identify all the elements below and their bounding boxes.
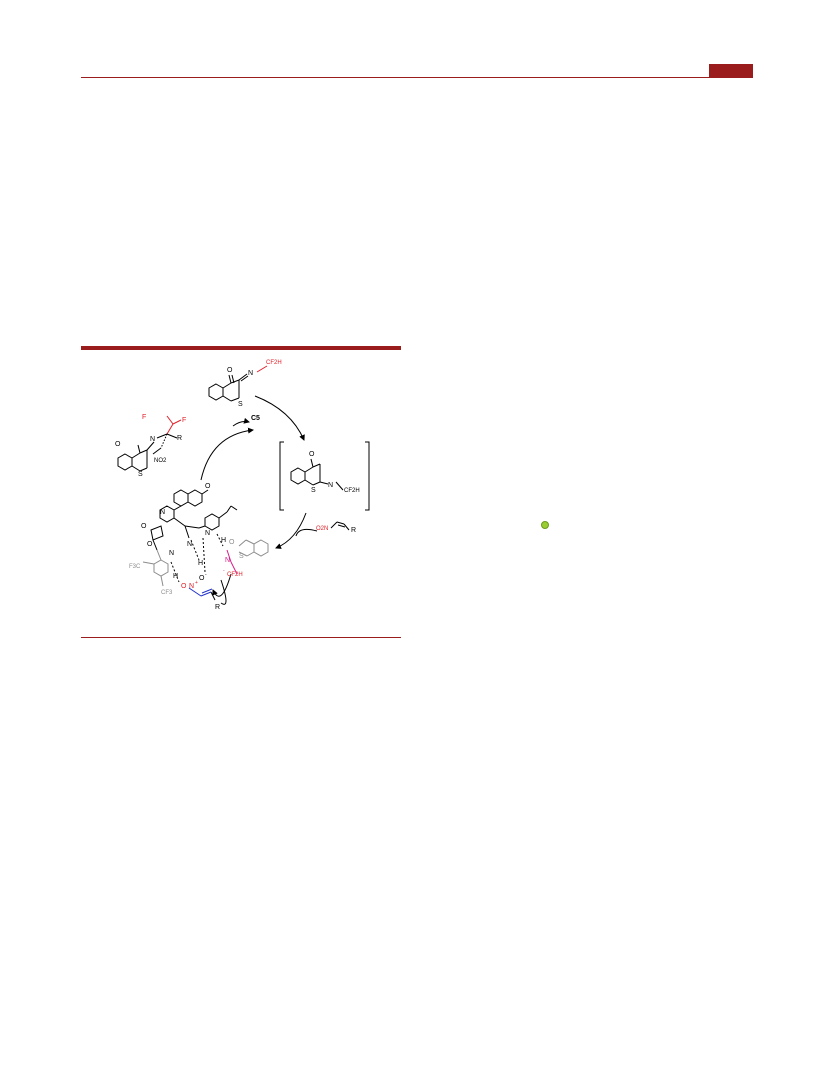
catalyst-amine-n1: N [187, 541, 192, 548]
top-ketone-o: O [227, 367, 233, 374]
arrow-into-ts [275, 512, 307, 549]
catalyst-methoxy-o: O [205, 483, 211, 490]
product-r: R [177, 435, 182, 442]
figure-top-rule [81, 346, 401, 350]
catalyst-f3c: F3C [129, 564, 141, 570]
intermediate-ketone-o: O [309, 451, 315, 458]
ts-n-plus-charge: + [195, 580, 198, 586]
hydrogen-bonds [170, 533, 224, 583]
ts-o-minus-charge: - [205, 572, 207, 578]
nitroalkene-r: R [351, 527, 356, 534]
figure-bottom-rule [81, 637, 401, 638]
product-f2: F [182, 417, 186, 424]
ts-r: R [215, 604, 220, 611]
intermediate-imine-n: N [328, 482, 333, 489]
green-marker-icon [541, 521, 549, 529]
ts-n-plus: N [189, 583, 194, 590]
arrow-release-product [200, 427, 254, 481]
top-reagent [208, 365, 268, 402]
catalyst-quinoline-n: N [160, 509, 165, 516]
ts-minus: - [223, 568, 225, 574]
ts-o: O [229, 539, 235, 546]
catalyst-sq-o2: O [147, 541, 153, 548]
catalyst-cf3: CF3 [161, 590, 173, 596]
product-structure [117, 423, 178, 472]
ts-bonds [188, 549, 238, 601]
arrow-to-intermediate [254, 395, 305, 441]
catalyst-h2: H [173, 573, 178, 580]
catalyst-h3: H [221, 537, 226, 544]
product-ketone-o: O [115, 441, 121, 448]
nitroalkene-structure [330, 521, 350, 531]
catalyst-benzothiophene [238, 539, 269, 557]
top-sulfur: S [238, 401, 243, 408]
product-imine-n: N [150, 436, 155, 443]
catalyst-quinuclidine-n: N [205, 530, 210, 537]
catalyst-label: C5 [251, 415, 260, 422]
catalyst-aryl [142, 549, 169, 587]
top-imine-n: N [248, 370, 253, 377]
catalyst-structure [150, 489, 238, 551]
header-tab [709, 64, 753, 77]
intermediate-brackets [279, 441, 370, 511]
arrow-catalyst [232, 417, 250, 427]
arrow-cycle-bottom [220, 579, 227, 605]
product-no2: NO2 [154, 458, 167, 464]
ts-cf2h: CF2H [227, 572, 243, 578]
product-sulfur: S [138, 471, 143, 478]
ts-s: S [239, 553, 244, 560]
arrow-nitroalkene [295, 528, 318, 537]
ts-o-minus: O [199, 575, 205, 582]
intermediate-cf2h: CF2H [344, 488, 360, 494]
intermediate-sulfur: S [311, 487, 316, 494]
ts-n: N [225, 557, 230, 564]
catalyst-h1: H [198, 560, 203, 567]
top-cf2h: CF2H [266, 360, 282, 366]
reaction-scheme: O N S CF2H C5 F F N O S R NO2 [115, 360, 370, 611]
catalyst-amine-n2: N [169, 550, 174, 557]
header-rule [81, 77, 753, 78]
nitroalkene-no2: O2N [316, 526, 328, 532]
product-f1: F [142, 414, 146, 421]
intermediate-structure [290, 458, 344, 491]
ts-o-eq: O [181, 583, 187, 590]
arrow-c-c-bond-formation [212, 573, 232, 597]
catalyst-sq-o1: O [141, 523, 147, 530]
